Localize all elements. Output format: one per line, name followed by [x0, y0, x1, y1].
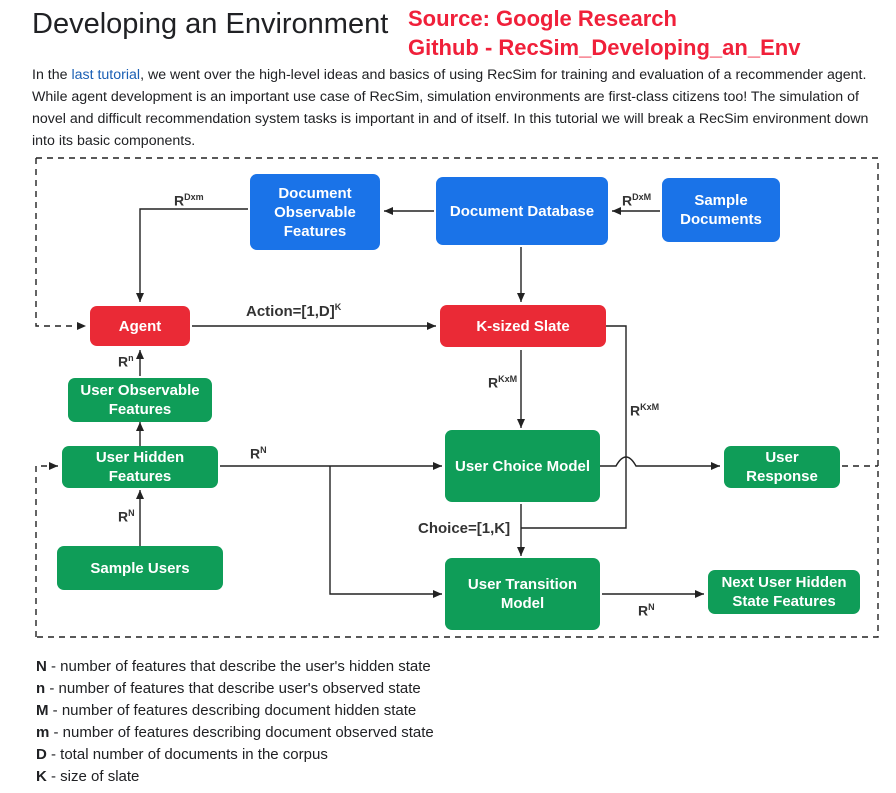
dashed-to-agent — [35, 158, 86, 330]
page-title: Developing an Environment — [32, 8, 389, 40]
label-r-N-transition: RN — [638, 602, 655, 619]
line-slate-kxm — [521, 325, 627, 529]
legend-item: n - number of features that describe use… — [36, 680, 421, 697]
intro-text-before: In the — [32, 67, 72, 83]
legend-item: D - total number of documents in the cor… — [36, 746, 328, 763]
legend-item: M - number of features describing docume… — [36, 702, 417, 719]
source-credit: Source: Google Research Github - RecSim_… — [408, 4, 800, 62]
sample-users-box: Sample Users — [57, 546, 223, 590]
legend-item: m - number of features describing docume… — [36, 724, 434, 741]
label-r-n-small: Rn — [118, 353, 134, 370]
document-database-box: Document Database — [436, 177, 608, 245]
user-transition-model-box: User Transition Model — [445, 558, 600, 630]
arrow-doc-observable-to-agent — [136, 208, 248, 302]
sample-documents-box: Sample Documents — [662, 178, 780, 242]
recsim-environment-diagram: Document Observable Features Document Da… — [0, 150, 896, 650]
legend-item: N - number of features that describe the… — [36, 658, 431, 675]
dashed-to-user-hidden — [35, 462, 58, 637]
label-choice: Choice=[1,K] — [418, 520, 511, 537]
source-line-1: Source: Google Research — [408, 6, 677, 31]
next-user-hidden-state-box: Next User Hidden State Features — [708, 570, 860, 614]
label-r-dxm-left: RDxm — [174, 192, 204, 209]
arrow-choice-to-response — [600, 456, 720, 470]
label-r-N-hidden: RN — [250, 445, 267, 462]
last-tutorial-link[interactable]: last tutorial — [71, 67, 141, 83]
user-choice-model-box: User Choice Model — [445, 430, 600, 502]
user-response-box: User Response — [724, 446, 840, 488]
environment-boundary — [36, 157, 879, 638]
label-r-N-sample: RN — [118, 508, 135, 525]
legend-item: K - size of slate — [36, 768, 140, 785]
diagram-connectors — [35, 157, 879, 638]
intro-text-after: , we went over the high-level ideas and … — [32, 67, 869, 149]
label-action: Action=[1,D]K — [246, 302, 342, 320]
label-r-dxm-right: RDxM — [622, 192, 652, 209]
document-observable-features-box: Document Observable Features — [250, 174, 380, 250]
user-hidden-features-box: User Hidden Features — [62, 446, 218, 488]
legend: N - number of features that describe the… — [36, 656, 434, 788]
source-line-2: Github - RecSim_Developing_an_Env — [408, 35, 801, 60]
agent-box: Agent — [90, 306, 190, 346]
label-r-kxm-right: RKxM — [630, 402, 660, 419]
label-r-kxm-center: RKxM — [488, 374, 518, 391]
intro-paragraph: In the last tutorial, we went over the h… — [32, 64, 882, 152]
arrow-hidden-to-transition — [329, 466, 442, 598]
k-sized-slate-box: K-sized Slate — [440, 305, 606, 347]
user-observable-features-box: User Observable Features — [68, 378, 212, 422]
